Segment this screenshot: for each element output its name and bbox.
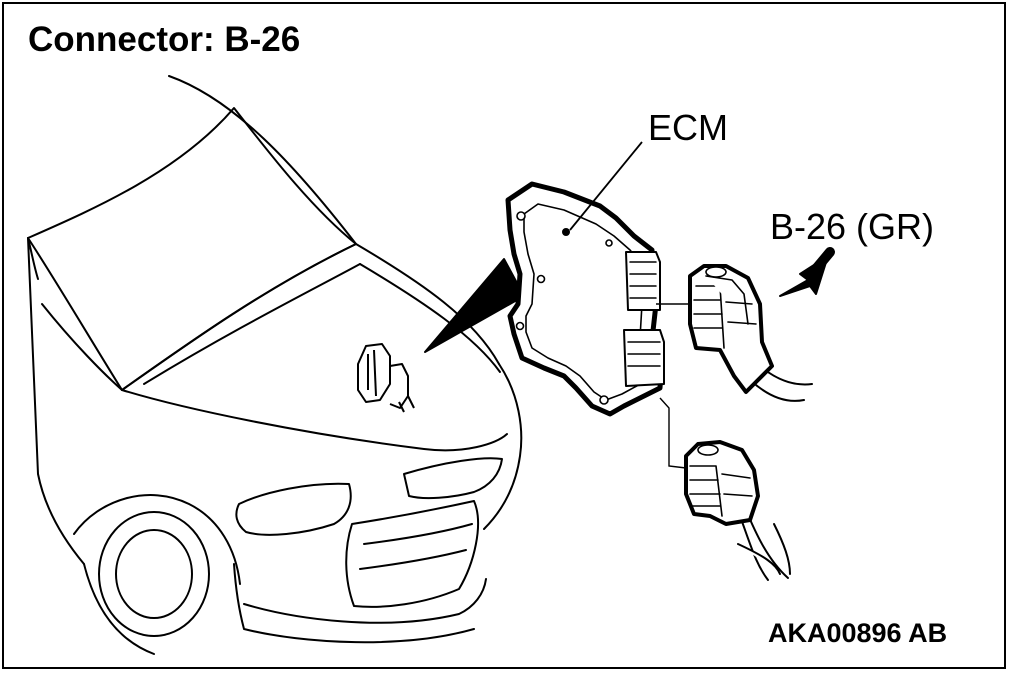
ecm-module-icon (505, 181, 665, 417)
figure-code: AKA00896 AB (768, 618, 948, 648)
connector-label: B-26 (GR) (770, 206, 935, 247)
ecm-label: ECM (648, 107, 728, 148)
connector-location-illustration (27, 75, 835, 655)
callout-pointer-icon (424, 258, 525, 353)
page-title: Connector: B-26 (28, 20, 301, 59)
ecm-location-bracket-icon (357, 343, 415, 413)
ecm-leader-line (569, 141, 643, 231)
car-front-illustration-icon (27, 75, 523, 655)
arrow-icon (779, 247, 835, 297)
wiring-connector-icon (688, 264, 813, 402)
lower-connector-leader-line (659, 397, 687, 469)
secondary-connector-icon (684, 440, 791, 581)
